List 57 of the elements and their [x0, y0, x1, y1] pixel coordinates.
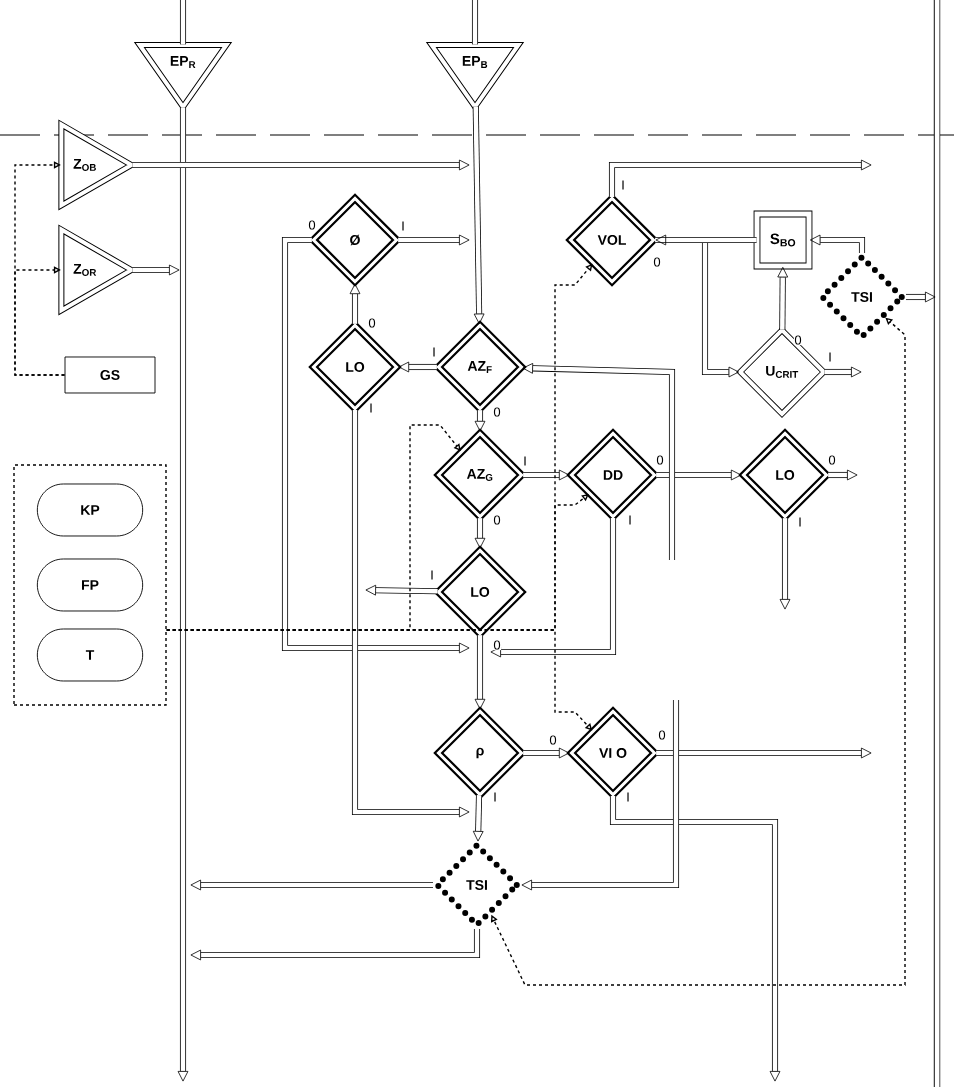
edge-label: I [827, 352, 833, 362]
edge-label: 0 [793, 334, 803, 346]
edge-label: I [492, 792, 498, 802]
double-arrow [655, 234, 757, 246]
double-arrow [608, 159, 872, 197]
process-box: GS [64, 356, 156, 394]
double-arrow [521, 700, 680, 891]
double-arrow [828, 469, 858, 481]
edge-label: I [431, 347, 437, 357]
edge-label: 0 [492, 639, 502, 651]
edge-label: I [429, 570, 435, 580]
edge-label: I [625, 792, 631, 802]
double-arrow [474, 410, 486, 432]
double-arrow [824, 366, 862, 378]
double-arrow [398, 361, 437, 373]
double-arrow [474, 518, 486, 549]
double-arrow [609, 796, 781, 1082]
double-arrow [809, 234, 866, 253]
double-arrow [522, 363, 676, 560]
dashed-arrow [490, 639, 906, 986]
storage-box: S$_{BO}$ [753, 210, 813, 270]
edge-label: I [368, 403, 374, 413]
double-arrow [490, 518, 617, 658]
double-arrow [656, 469, 742, 481]
double-arrow [472, 106, 485, 325]
edge-label: 0 [652, 256, 662, 268]
double-arrow [779, 518, 791, 610]
double-arrow [474, 635, 486, 710]
edge-label: 0 [548, 734, 558, 746]
double-arrow [190, 929, 481, 961]
edge-label: I [627, 515, 633, 525]
edge-label: 0 [307, 219, 317, 231]
edge-label: I [522, 456, 528, 466]
double-line [471, 0, 479, 45]
double-arrow [132, 159, 470, 171]
double-arrow [523, 747, 570, 759]
double-arrow [351, 410, 470, 818]
double-arrow [349, 283, 361, 324]
dashed-arrow [885, 317, 906, 641]
double-arrow [398, 234, 470, 246]
double-arrow [177, 107, 189, 1082]
edge-label: I [400, 221, 406, 231]
double-line [179, 0, 187, 45]
edge-label: 0 [657, 729, 667, 741]
double-arrow [472, 795, 484, 842]
double-arrow [523, 469, 570, 481]
double-arrow [132, 264, 180, 276]
double-arrow [281, 236, 470, 654]
double-arrow [190, 879, 433, 891]
double-arrow [655, 236, 740, 378]
double-arrow [656, 747, 872, 759]
double-arrow [777, 266, 789, 330]
dashed-arrow [14, 266, 66, 376]
double-arrow [365, 584, 438, 596]
edge-label: 0 [367, 317, 377, 329]
edge-label: I [620, 180, 626, 190]
double-arrow [906, 291, 936, 303]
